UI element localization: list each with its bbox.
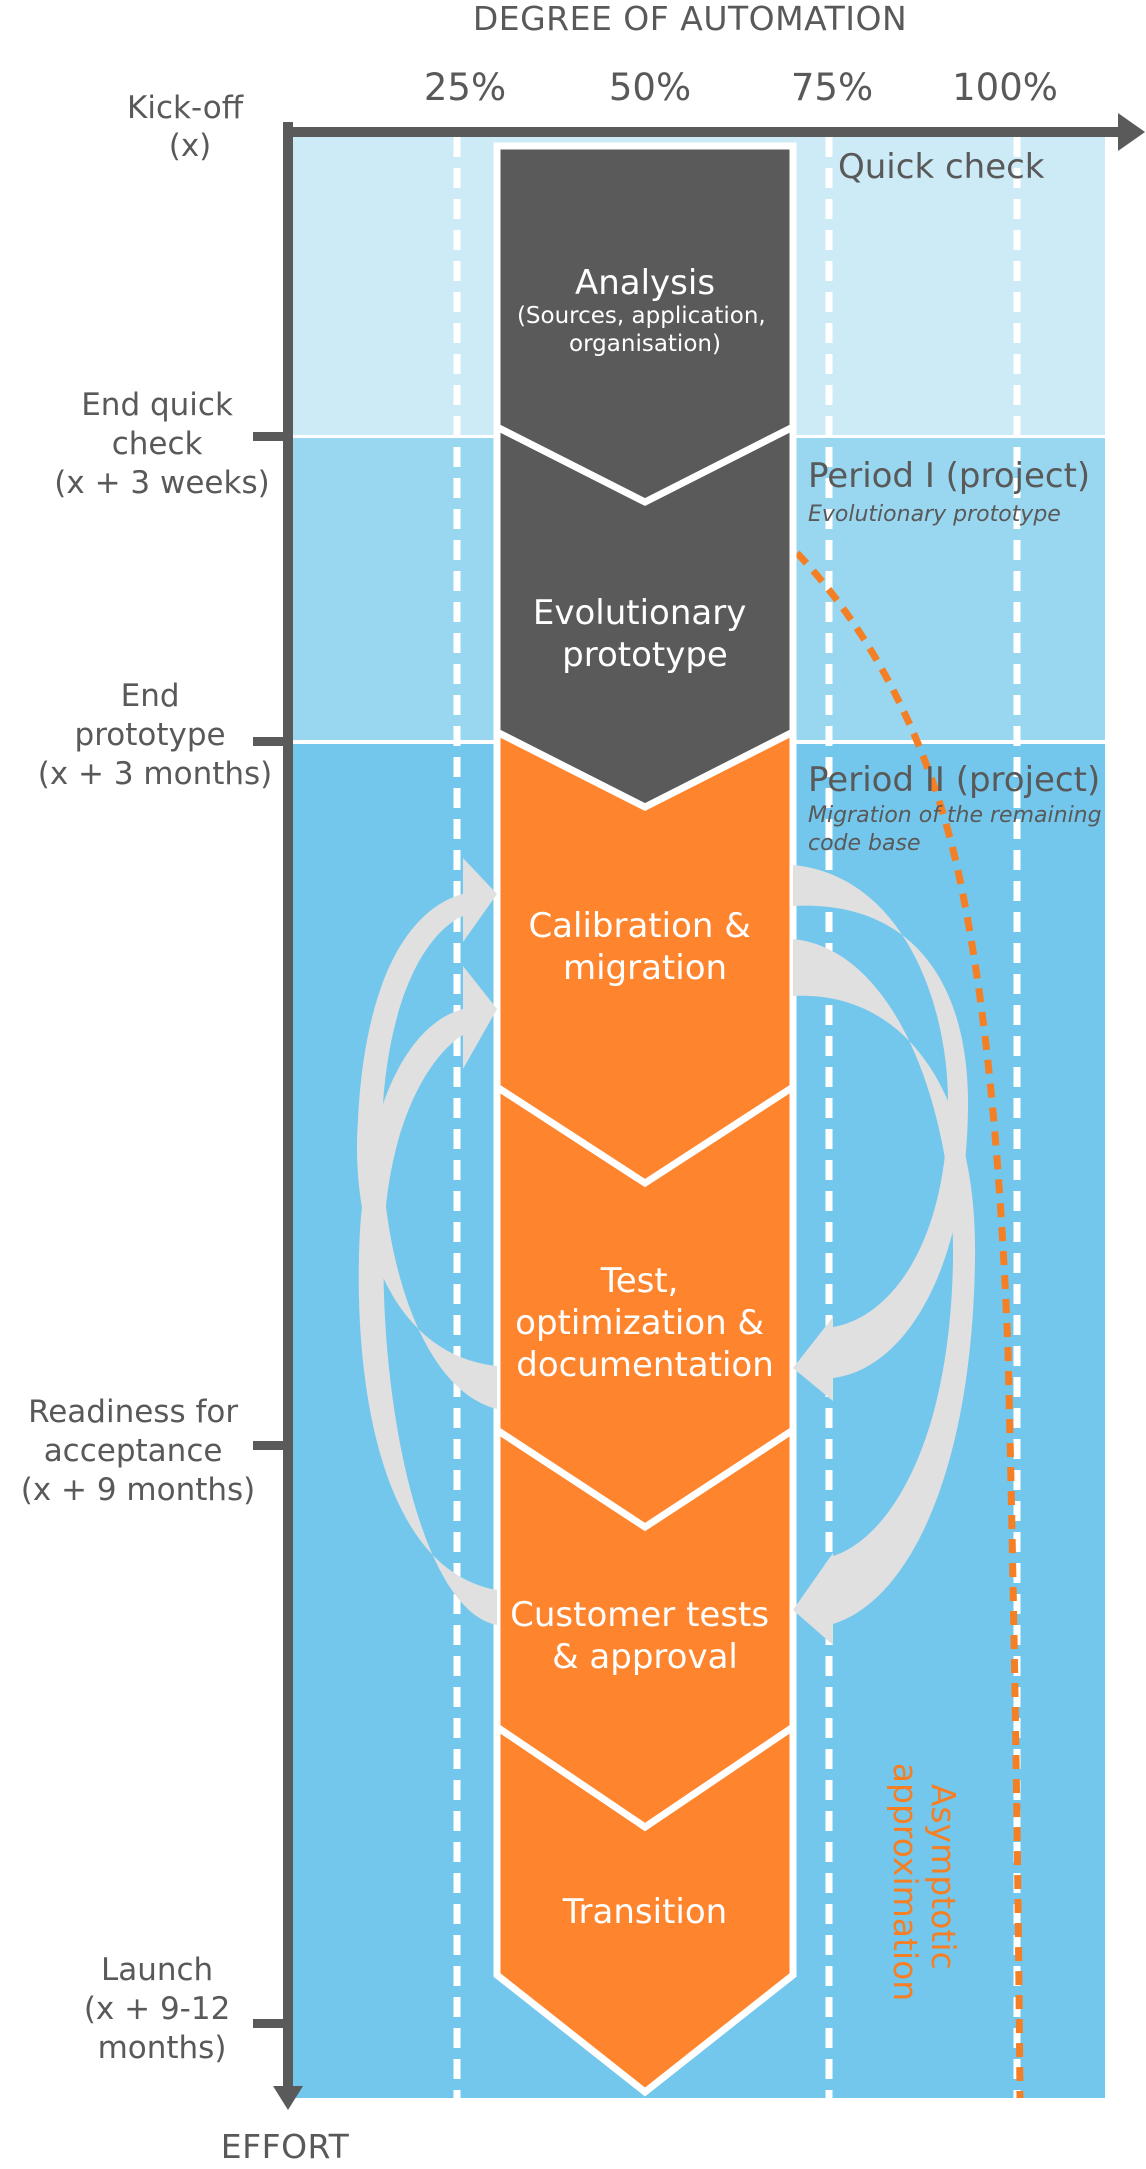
- period-1-title: Period I (project): [808, 456, 1090, 496]
- tick-end-prototype: [253, 737, 285, 746]
- tick-launch: [253, 2019, 285, 2028]
- phase-analysis-label: Analysis: [575, 263, 715, 303]
- y-axis-line: [283, 122, 293, 2087]
- period-2-subtitle: Migration of the remaining code base: [808, 803, 1109, 856]
- feedback-arrows: [357, 858, 976, 1645]
- x-tick-75: 75%: [791, 66, 873, 109]
- milestone-end-prototype: End prototype (x + 3 months): [38, 678, 273, 792]
- phase-analysis-sublabel: (Sources, application, organisation): [517, 303, 773, 357]
- x-axis-line: [283, 127, 1125, 137]
- x-axis-arrowhead: [1118, 113, 1145, 151]
- x-tick-50: 50%: [609, 66, 691, 109]
- phase-calibration-label: Calibration & migration: [528, 906, 761, 988]
- milestone-end-quick-check: End quick check (x + 3 weeks): [54, 387, 269, 501]
- feedback-arrow-right-1: [793, 865, 969, 1401]
- feedback-arrow-left-1: [357, 858, 497, 1409]
- milestone-labels: Kick-off (x) End quick check (x + 3 week…: [21, 90, 273, 2066]
- asymptotic-curve: [794, 550, 1024, 2099]
- tick-end-quick-check: [253, 432, 285, 441]
- x-tick-100: 100%: [952, 66, 1058, 109]
- axes: [253, 113, 1145, 2110]
- x-tick-25: 25%: [424, 66, 506, 109]
- x-axis-title: DEGREE OF AUTOMATION: [473, 0, 907, 38]
- phase-column: [493, 142, 797, 2097]
- phase-test-label: Test, optimization & documentation: [515, 1261, 775, 1385]
- feedback-arrow-left-2: [358, 966, 497, 1625]
- phase-customer-label: Customer tests & approval: [510, 1595, 780, 1677]
- period-quick-check-title: Quick check: [838, 147, 1045, 187]
- milestone-launch: Launch (x + 9-12 months): [84, 1952, 240, 2066]
- phase-transition-label: Transition: [562, 1892, 727, 1932]
- phase-prototype-label: Evolutionary prototype: [533, 593, 757, 675]
- phase-analysis-shape: [493, 142, 797, 506]
- milestone-kickoff: Kick-off (x): [127, 90, 253, 164]
- y-axis-title: EFFORT: [221, 2127, 350, 2166]
- y-axis-arrowhead: [273, 2086, 303, 2110]
- period-2-title: Period II (project): [808, 760, 1100, 800]
- svg-text:Asymptotic approximation: Asymptotic approximation: [886, 1763, 963, 2001]
- feedback-arrow-right-2: [793, 939, 976, 1645]
- period-1-subtitle: Evolutionary prototype: [808, 502, 1061, 527]
- automation-gridlines: [453, 137, 1021, 2098]
- tick-readiness: [253, 1441, 285, 1450]
- asymptote-label: Asymptotic approximation: [886, 1763, 963, 2001]
- milestone-readiness: Readiness for acceptance (x + 9 months): [21, 1394, 256, 1508]
